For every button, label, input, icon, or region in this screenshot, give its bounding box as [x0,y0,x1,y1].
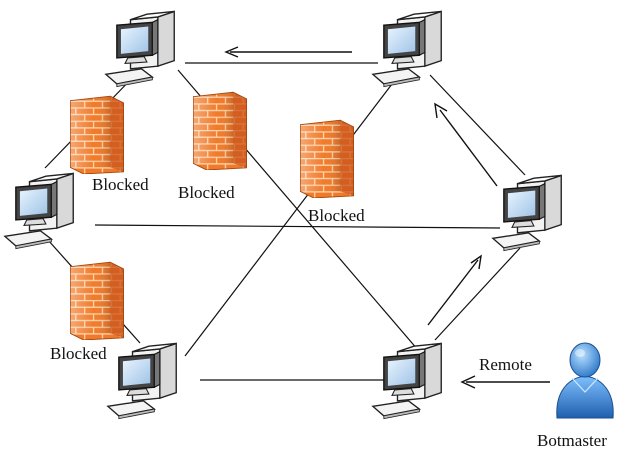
remote-label: Remote [479,355,532,374]
firewall-icon [300,119,355,198]
blocked-label: Blocked [178,183,235,202]
labels: Blocked Blocked Blocked Blocked Remote B… [50,175,607,450]
computer-icon [492,174,562,252]
link-topright-right [429,74,526,176]
link-bottomright-right [434,247,521,341]
blocked-label: Blocked [308,206,365,225]
firewall-icon [70,95,125,174]
user-icon [556,342,614,419]
blocked-label: Blocked [92,175,149,194]
link-middle [94,224,501,229]
computer-icon [105,10,175,88]
arrow-right-up [439,109,498,187]
firewall-icon [193,91,248,170]
firewall-icon [70,261,125,340]
computer-icon [372,342,442,420]
propagation-arrows [224,46,550,389]
blocked-label: Blocked [50,344,107,363]
botmaster-label: Botmaster [537,431,607,450]
link-topright-bottomleft [184,83,393,357]
arrow-bottomright-up [427,259,479,326]
computer-icon [4,172,74,250]
computer-icon [107,342,177,420]
